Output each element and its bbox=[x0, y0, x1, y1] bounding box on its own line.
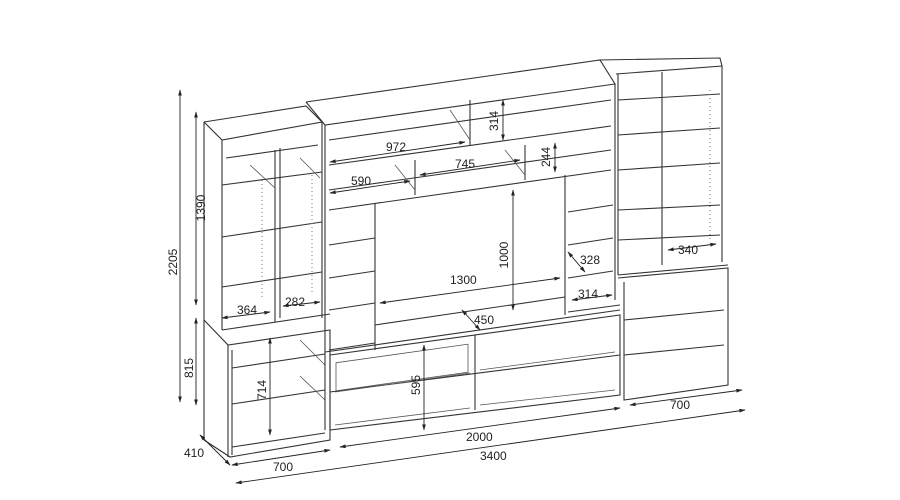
label-drawer-height: 595 bbox=[409, 375, 423, 395]
center-unit bbox=[305, 59, 621, 431]
label-top-box-height: 314 bbox=[487, 111, 501, 131]
label-left-width: 700 bbox=[273, 460, 293, 474]
label-depth: 410 bbox=[184, 446, 204, 460]
label-base-height: 815 bbox=[182, 358, 196, 378]
label-upper-box: 745 bbox=[455, 157, 475, 171]
label-right-width: 700 bbox=[670, 398, 690, 412]
left-tower bbox=[203, 105, 331, 458]
label-center-width: 2000 bbox=[466, 430, 493, 444]
label-total-height: 2205 bbox=[166, 248, 180, 275]
right-tower bbox=[597, 57, 729, 401]
label-tv-height: 1000 bbox=[497, 241, 511, 268]
label-top-shelf: 972 bbox=[386, 140, 406, 154]
label-left-shelf-a: 364 bbox=[237, 303, 257, 317]
dimension-lines bbox=[178, 89, 746, 485]
label-upper-height: 1390 bbox=[194, 194, 208, 221]
label-base-inner-height: 714 bbox=[255, 380, 269, 400]
label-side-shelf: 328 bbox=[580, 253, 600, 267]
label-left-shelf-b: 282 bbox=[285, 295, 305, 309]
label-upper-box-height: 244 bbox=[539, 147, 553, 167]
label-tv-depth: 450 bbox=[474, 313, 494, 327]
label-total-width: 3400 bbox=[480, 449, 507, 463]
label-upper-left-box: 590 bbox=[351, 174, 371, 188]
label-right-shelf: 340 bbox=[678, 243, 698, 257]
dimension-labels: 2205 1390 815 410 700 3400 2000 700 714 … bbox=[166, 111, 698, 474]
label-tv-width: 1300 bbox=[450, 273, 477, 287]
label-side-shelf-lower: 314 bbox=[578, 287, 598, 301]
